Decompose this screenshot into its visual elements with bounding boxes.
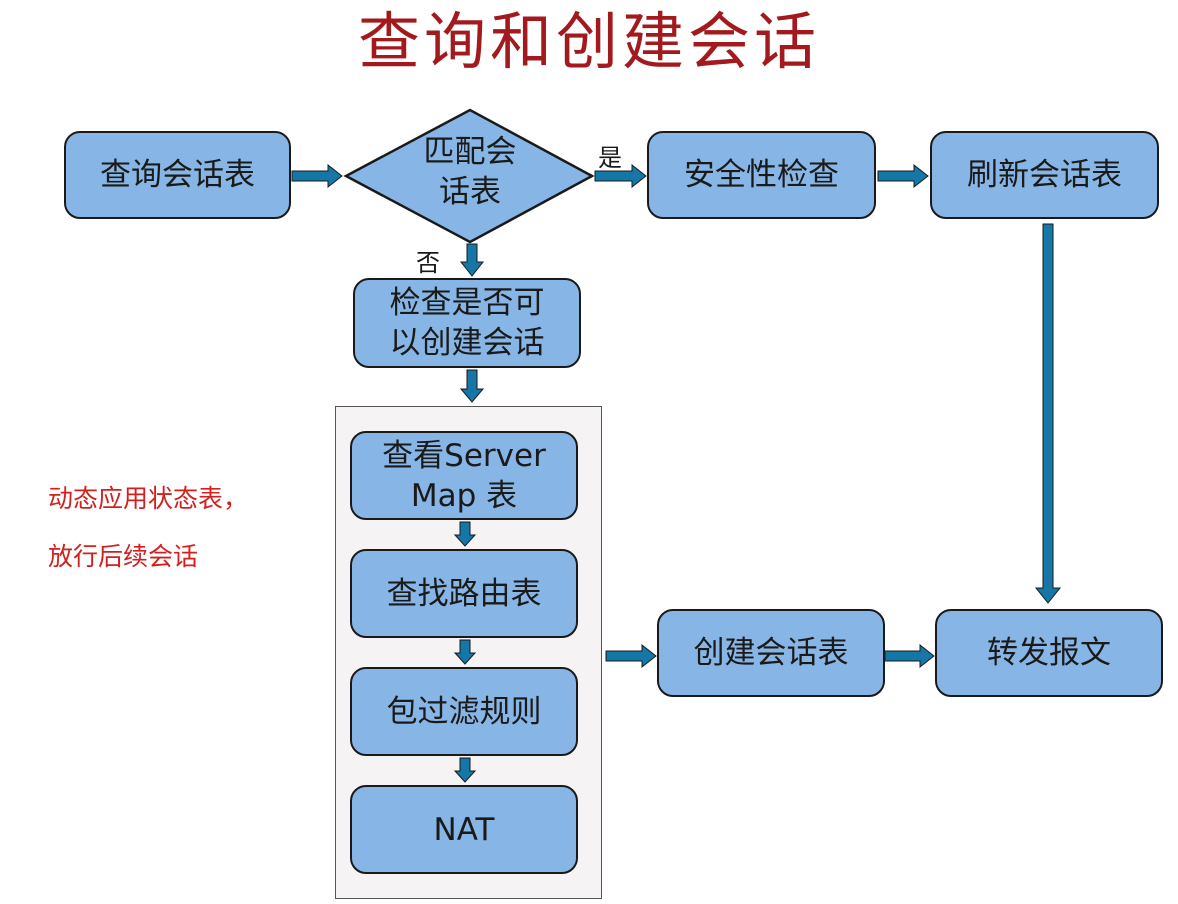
note-line-2: 放行后续会话 (48, 542, 199, 571)
node-packet-filter-rules: 包过滤规则 (350, 667, 578, 756)
arrow-match-to-security (594, 163, 647, 189)
arrow-filter-to-nat (453, 757, 477, 783)
node-label: 检查是否可 以创建会话 (389, 285, 545, 361)
node-label: 查找路由表 (386, 575, 542, 612)
annotation-note: 动态应用状态表， 放行后续会话 (48, 470, 248, 586)
arrow-check-to-group (459, 369, 485, 403)
node-label: 转发报文 (987, 635, 1111, 671)
node-check-can-create-session: 检查是否可 以创建会话 (353, 278, 581, 368)
node-match-session-table-label: 匹配会 话表 (423, 134, 517, 210)
arrow-security-to-refresh (877, 163, 929, 189)
node-lookup-routing-table: 查找路由表 (350, 549, 578, 638)
node-check-server-map: 查看Server Map 表 (350, 431, 578, 520)
arrow-match-to-check (459, 243, 485, 277)
arrow-refresh-to-forward (1034, 223, 1062, 604)
arrow-create-to-forward (884, 643, 935, 669)
node-label: 刷新会话表 (967, 157, 1122, 193)
node-label: 查询会话表 (100, 157, 255, 193)
node-refresh-session-table: 刷新会话表 (930, 131, 1159, 219)
node-forward-packet: 转发报文 (935, 609, 1163, 697)
arrow-routing-to-filter (453, 639, 477, 665)
match-session-table-diamond (343, 108, 595, 244)
node-create-session-table: 创建会话表 (657, 609, 885, 697)
arrow-query-to-match (291, 163, 343, 189)
node-label: 包过滤规则 (386, 693, 542, 730)
node-label: 查看Server Map 表 (382, 437, 546, 514)
node-label: 创建会话表 (693, 635, 849, 671)
page-title: 查询和创建会话 (357, 5, 820, 78)
note-line-1: 动态应用状态表， (48, 484, 249, 513)
node-label: 安全性检查 (684, 157, 839, 193)
arrow-servermap-to-routing (453, 521, 477, 547)
node-security-check: 安全性检查 (647, 131, 876, 219)
node-label: NAT (433, 811, 495, 848)
arrow-group-to-create (605, 643, 657, 669)
label-no: 否 (416, 249, 440, 277)
node-nat: NAT (350, 785, 578, 874)
node-query-session-table: 查询会话表 (64, 131, 291, 219)
label-yes: 是 (598, 144, 622, 172)
